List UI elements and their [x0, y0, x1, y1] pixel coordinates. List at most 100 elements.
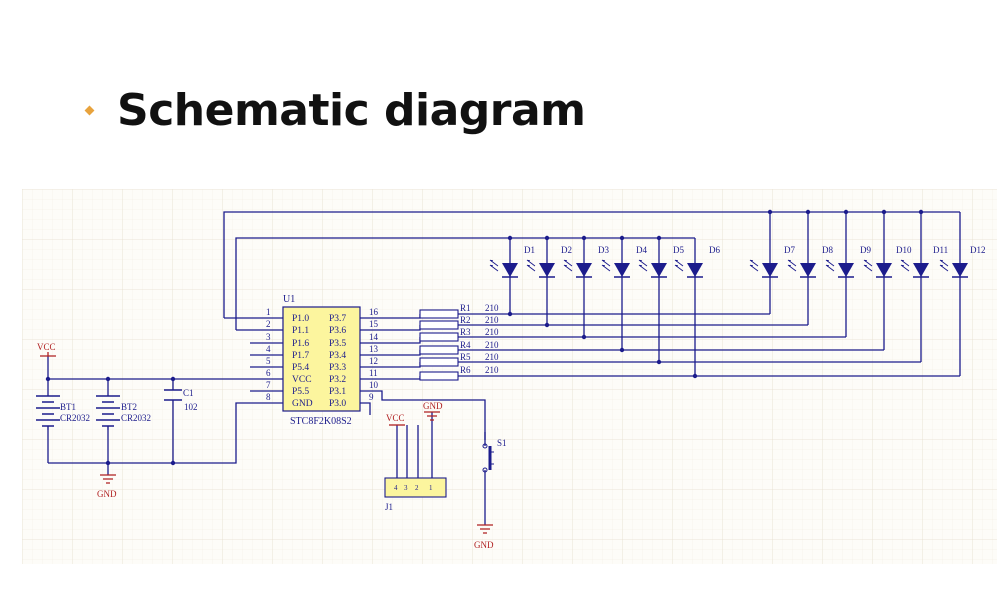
led-d4: D4 [601, 245, 647, 278]
gnd-label: GND [97, 489, 117, 499]
resistor-value: 210 [485, 315, 499, 325]
mcu-pin-name: VCC [292, 375, 312, 385]
battery-bt2 [96, 395, 120, 430]
resistor-body [419, 345, 459, 355]
led-d6: D6 [674, 245, 720, 278]
resistor-array: R1 210 R2 210 R3 210 R4 210 R5 210 R6 21… [419, 303, 499, 381]
mcu-pin-number: 6 [266, 368, 271, 378]
resistor-ref: R5 [460, 352, 471, 362]
mcu-pin-number: 2 [266, 319, 271, 329]
mcu-pin-name: P3.3 [329, 363, 346, 373]
gnd-label: GND [423, 401, 443, 411]
vcc-symbol-j1: VCC [386, 413, 405, 426]
mcu-pin-number: 12 [369, 356, 378, 366]
led-label: D9 [860, 245, 871, 255]
switch-s1 [482, 440, 494, 475]
mcu-pin-number: 8 [266, 392, 271, 402]
mcu-pin-number: 7 [266, 380, 271, 390]
battery-ref: BT1 [60, 402, 76, 412]
mcu-pin-name: P3.0 [329, 399, 346, 409]
resistor-ref: R4 [460, 340, 471, 350]
led-d2: D2 [526, 245, 572, 278]
led-label: D12 [970, 245, 986, 255]
resistor-body [419, 332, 459, 342]
connector-pin-label: 1 [429, 484, 433, 492]
led-label: D8 [822, 245, 833, 255]
slide-title: Schematic diagram [84, 80, 586, 140]
capacitor-c1 [164, 389, 182, 401]
vcc-label: VCC [37, 342, 56, 352]
connector-pin-label: 4 [394, 484, 398, 492]
mcu-pin-number: 5 [266, 356, 271, 366]
mcu-body [282, 306, 361, 412]
connector-j1: 4 3 2 1 [384, 477, 447, 498]
mcu-pin-name: P1.1 [292, 326, 309, 336]
resistor-value: 210 [485, 340, 499, 350]
battery-ref: BT2 [121, 402, 137, 412]
mcu-pin-name: P5.4 [292, 363, 309, 373]
led-label: D6 [709, 245, 720, 255]
battery-value: CR2032 [121, 413, 151, 423]
battery-bt1 [36, 395, 60, 430]
resistor-body [419, 309, 459, 319]
led-label: D11 [933, 245, 948, 255]
mcu-pin-number: 4 [266, 344, 271, 354]
mcu-pin-name: P3.1 [329, 387, 346, 397]
resistor-body [419, 320, 459, 330]
mcu-pin-number: 10 [369, 380, 379, 390]
gnd-symbol [100, 474, 116, 484]
resistor-value: 210 [485, 327, 499, 337]
mcu-pin-number: 1 [266, 307, 271, 317]
resistor-value: 210 [485, 303, 499, 313]
mcu-pin-number: 16 [369, 307, 379, 317]
led-label: D2 [561, 245, 572, 255]
schematic-diagram: U1 STC8F2K08S2 1 P1.0 2 P1.1 3 P1.6 4 P1… [22, 189, 997, 564]
mcu-pin-number: 9 [369, 392, 374, 402]
led-d3: D3 [563, 245, 609, 278]
led-d5: D5 [638, 245, 684, 278]
led-d10: D10 [863, 245, 912, 278]
led-label: D5 [673, 245, 684, 255]
resistor-body [419, 371, 459, 381]
led-label: D10 [896, 245, 912, 255]
resistor-ref: R2 [460, 315, 471, 325]
gnd-label: GND [474, 540, 494, 550]
connector-pin-label: 2 [415, 484, 419, 492]
resistor-value: 210 [485, 352, 499, 362]
mcu-pin-number: 11 [369, 368, 378, 378]
gnd-symbol-bottom [477, 524, 493, 534]
resistor-value: 210 [485, 365, 499, 375]
led-d11: D11 [900, 245, 948, 278]
connector-ref: J1 [385, 502, 393, 512]
mcu-pin-name: P1.7 [292, 351, 309, 361]
mcu-pin-name: P1.6 [292, 339, 309, 349]
mcu-pin-name: P3.2 [329, 375, 346, 385]
title-text: Schematic diagram [117, 84, 586, 136]
mcu-pin-number: 15 [369, 319, 379, 329]
mcu-u1: U1 STC8F2K08S2 1 P1.0 2 P1.1 3 P1.6 4 P1… [266, 294, 379, 427]
led-array: D1 D2 D3 D4 D5 [489, 245, 986, 278]
mcu-pin-name: P3.6 [329, 326, 346, 336]
mcu-pin-number: 3 [266, 332, 271, 342]
led-label: D4 [636, 245, 647, 255]
battery-value: CR2032 [60, 413, 90, 423]
mcu-ref: U1 [283, 294, 295, 305]
switch-ref: S1 [497, 438, 507, 448]
gnd-symbol-j1: GND [423, 401, 443, 421]
led-d12: D12 [939, 245, 986, 278]
vcc-symbol: VCC [37, 342, 56, 357]
capacitor-value: 102 [184, 402, 198, 412]
bullet-diamond-icon [84, 105, 95, 115]
vcc-label: VCC [386, 413, 405, 423]
mcu-pin-number: 13 [369, 344, 379, 354]
resistor-body [419, 357, 459, 367]
resistor-ref: R1 [460, 303, 471, 313]
mcu-pin-name: P3.5 [329, 339, 346, 349]
mcu-pin-number: 14 [369, 332, 379, 342]
mcu-pin-name: P3.4 [329, 351, 346, 361]
connector-pin-label: 3 [404, 484, 408, 492]
led-d7: D7 [749, 245, 795, 278]
mcu-pin-name: P5.5 [292, 387, 309, 397]
led-d8: D8 [787, 245, 833, 278]
led-d9: D9 [825, 245, 871, 278]
